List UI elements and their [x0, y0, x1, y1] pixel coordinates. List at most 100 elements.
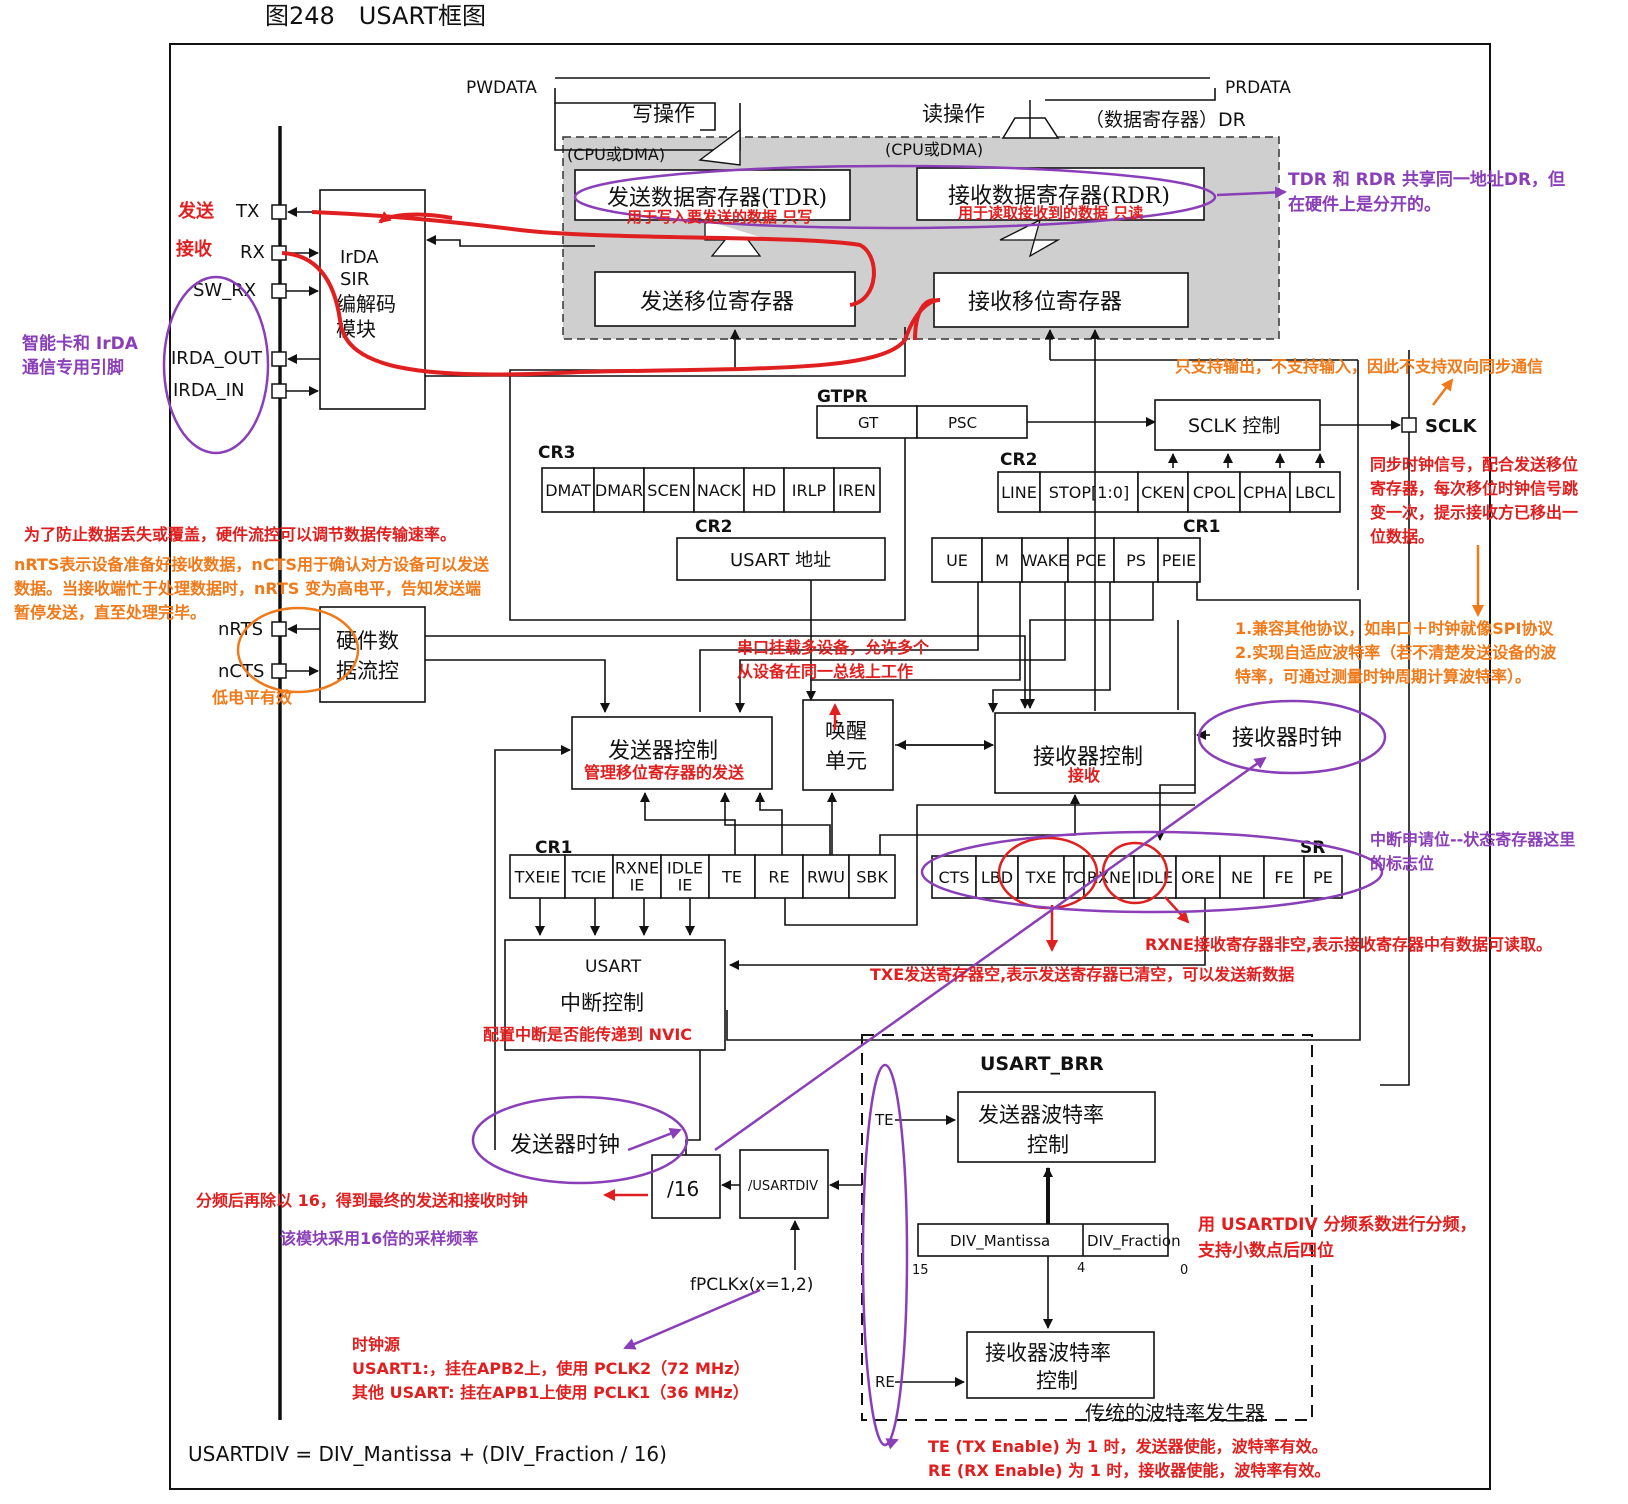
recv-note: 接收 — [176, 238, 212, 260]
rdr-label: 接收数据寄存器(RDR) — [948, 184, 1170, 209]
flow-orange-note-2: 数据。当接收端忙于处理数据时，nRTS 变为高电平，告知发送端 — [14, 579, 481, 598]
usartdiv-formula: USARTDIV = DIV_Mantissa + (DIV_Fraction … — [188, 1442, 667, 1466]
pin-ncts: nCTS — [218, 661, 319, 682]
tx-clock-ellipse — [471, 1095, 689, 1185]
usart-interrupt-block — [504, 939, 726, 1051]
cr1b-field-label: SBK — [856, 868, 888, 887]
rx-shift-register-box — [933, 272, 1189, 328]
sclk-output-note: 只支持输出，不支持输入，因此不支持双向同步通信 — [1175, 357, 1543, 376]
cr2-field — [997, 471, 1041, 513]
pin-irda-out: IRDA_OUT — [171, 348, 320, 369]
nvic-note: 配置中断是否能传递到 NVIC — [483, 1025, 692, 1044]
irda-line-3: 编解码 — [336, 292, 396, 316]
cr3-field-label: IRLP — [792, 481, 827, 500]
clk-src-note-3: 其他 USART: 挂在APB1上使用 PCLK1（36 MHz） — [352, 1383, 749, 1402]
read-arrow-shape — [1001, 100, 1060, 139]
te-label: TE — [874, 1111, 894, 1129]
multi-dev-note-1: 串口挂载多设备，允许多个 — [737, 638, 930, 657]
sclk-pin-label: SCLK — [1425, 416, 1478, 437]
sr-field — [1175, 855, 1221, 899]
compat-note-1: 1.兼容其他协议，如串口＋时钟就像SPI协议 — [1235, 619, 1554, 638]
cr2-field-label: CPOL — [1193, 483, 1235, 502]
bit0-label: 0 — [1180, 1263, 1188, 1278]
cr1-to-irq-arrows — [535, 898, 695, 936]
write-chevron — [698, 128, 741, 166]
div16-note: 分频后再除以 16，得到最终的发送和接收时钟 — [196, 1191, 528, 1210]
rx-baud-control-block — [966, 1331, 1155, 1399]
tdr-box — [574, 169, 851, 221]
usartdiv-note-2: 支持小数点后四位 — [1198, 1240, 1334, 1261]
tx-controller-label: 发送器控制 — [608, 739, 718, 764]
hw-flow-control-block — [319, 606, 426, 703]
cr1b-field — [848, 854, 896, 899]
div16-label: /16 — [667, 1177, 699, 1201]
cr1-top-label: CR1 — [1183, 517, 1220, 537]
sr-field-label: IDLE — [1137, 868, 1173, 887]
cr3-field — [833, 467, 881, 513]
cr1b-field-label: RWU — [807, 868, 845, 887]
cr2-field-label: CKEN — [1141, 483, 1185, 502]
txe-note: TXE发送寄存器空,表示发送寄存器已清空，可以发送新数据 — [870, 965, 1294, 984]
read-op-label: 读操作 — [922, 102, 985, 126]
cr3-field-label: NACK — [697, 481, 742, 500]
rx-controller-block — [994, 712, 1196, 794]
div-fraction-text: DIV_Fraction — [1087, 1232, 1181, 1251]
write-op-label: 写操作 — [632, 102, 695, 126]
div16-block — [651, 1154, 721, 1219]
cr1b-field-label: RXNE — [615, 859, 659, 878]
rx-baud-line-1: 接收器波特率 — [985, 1341, 1111, 1365]
figure-title: 图248 USART框图 — [265, 2, 486, 30]
red-tx-arrowhead — [378, 211, 453, 224]
rx-clock-ellipse — [1197, 699, 1387, 775]
flow-to-tx-ctrl-line — [425, 659, 610, 713]
usart-address-label: USART 地址 — [730, 550, 831, 571]
gtpr-psc-field — [916, 405, 1028, 439]
cr3-field-label: IREN — [838, 481, 876, 500]
rx-word-note: 接收 — [1068, 766, 1100, 785]
rdr-note: 用于读取接收到的数据 只读 — [958, 204, 1143, 222]
rdr-shift-chevron — [999, 218, 1061, 258]
smartcard-note-2: 通信专用引脚 — [22, 357, 124, 378]
cr2-field-label: STOP[1:0] — [1049, 483, 1129, 502]
pin-sw-rx: SW_RX — [193, 280, 319, 301]
sclk-pin — [1401, 417, 1417, 433]
wakeup-line-2: 单元 — [825, 749, 867, 773]
shared-pointer — [1216, 186, 1287, 199]
rx-clock-pointer — [714, 756, 1267, 1152]
pin-rx: RX — [240, 242, 319, 263]
sclk-down-line — [1380, 432, 1410, 1086]
cr1b-field-label: IE — [630, 876, 645, 895]
sr-field — [975, 855, 1019, 899]
cr1t-field-label: M — [995, 551, 1009, 570]
red-tx-path — [311, 210, 876, 307]
sr-field — [1133, 855, 1177, 899]
svg-text:IRDA_IN: IRDA_IN — [173, 380, 244, 401]
cr3-field — [693, 467, 745, 513]
cr2-field — [1239, 471, 1291, 513]
irq-flags-note-2: 的标志位 — [1370, 854, 1434, 873]
sr-field — [1017, 855, 1065, 899]
tdr-label: 发送数据寄存器(TDR) — [607, 186, 827, 211]
rxne-pointer — [1164, 896, 1190, 924]
tdr-note: 用于写入要发送的数据 只写 — [627, 208, 812, 226]
red-rx-tail — [913, 298, 936, 341]
pwdata-label: PWDATA — [466, 78, 537, 98]
sr-field-label: TC — [1063, 868, 1084, 887]
cr1t-field-label: WAKE — [1022, 551, 1069, 570]
irda-line-1: IrDA — [340, 247, 379, 268]
usart-address-box — [676, 537, 886, 581]
cr1-pce-line — [988, 582, 1111, 713]
smartcard-note-1: 智能卡和 IrDA — [22, 333, 139, 354]
svg-text:IRDA_OUT: IRDA_OUT — [171, 348, 263, 369]
rx-ctrl-to-sr-line — [1155, 784, 1195, 841]
cr3-field-label: DMAT — [545, 481, 591, 500]
cr1b-field-label: TE — [721, 868, 742, 887]
cr1b-field — [612, 854, 662, 899]
cr1b-field-label: IDLE — [667, 859, 703, 878]
sr-field — [1263, 855, 1305, 899]
cr1-to-txctrl-arrows — [640, 792, 1080, 855]
